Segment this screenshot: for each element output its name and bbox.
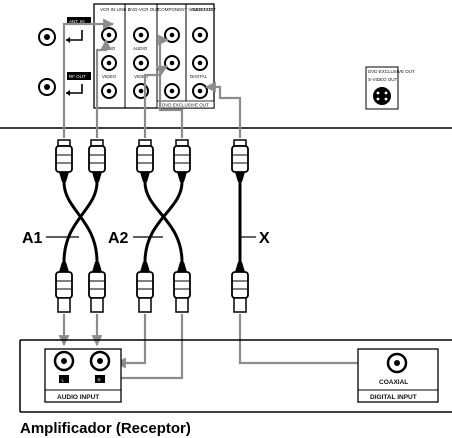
cable-label-a1: A1 bbox=[22, 230, 43, 247]
cable-x-bottom bbox=[231, 262, 249, 313]
arrow-a2-to-audio-r bbox=[114, 314, 147, 369]
cable-a1-bottom-left bbox=[55, 262, 73, 313]
coaxial-jack bbox=[386, 352, 408, 374]
rear-panel: ANT. IN RF OUT VCR IN LINE 1 DVD-VCR OUT… bbox=[0, 3, 452, 129]
cable-a1-top-right bbox=[88, 139, 106, 182]
video-in-label: VIDEO bbox=[102, 74, 117, 79]
svideo-out-label: S-VIDEO OUT bbox=[368, 77, 398, 82]
digital-label: DIGITAL bbox=[190, 74, 208, 79]
jack-block: VCR IN LINE 1 DVD-VCR OUT COMPONENT VIDE… bbox=[93, 3, 216, 109]
cable-label-a2: A2 bbox=[108, 230, 129, 247]
svideo-jack: DVD EXCLUSIVE OUT S-VIDEO OUT bbox=[365, 66, 415, 110]
receiver-panel: L R AUDIO INPUT COAXIAL DIGITAL INPUT bbox=[19, 339, 452, 413]
arrow-x-to-coaxial bbox=[238, 314, 380, 369]
rf-out-label: RF OUT bbox=[69, 74, 86, 79]
audio-out-label: AUDIO OUT bbox=[191, 7, 216, 12]
dvd-vcr-out-label: DVD-VCR OUT bbox=[128, 7, 160, 12]
component-out-label: COMPONENT VIDEO OUT bbox=[158, 7, 213, 12]
ant-in-terminal: ANT. IN bbox=[38, 17, 91, 46]
arrow-a1-right bbox=[95, 38, 112, 138]
audio-input-jack-left bbox=[53, 350, 75, 372]
receiver-caption: Amplificador (Receptor) bbox=[20, 420, 191, 437]
arrow-a1-left bbox=[62, 18, 115, 138]
jack-vcr-in-video bbox=[101, 83, 117, 99]
arrow-a2-right bbox=[155, 65, 184, 138]
cable-label-x: X bbox=[259, 230, 270, 247]
jack-digital-coaxial-out bbox=[192, 83, 208, 99]
jack-audio-out-l bbox=[192, 27, 208, 43]
cable-a2-bottom-right bbox=[173, 262, 191, 313]
cable-a1-top-left bbox=[55, 139, 73, 182]
cable-a1-bottom-right bbox=[88, 262, 106, 313]
jack-dvd-out-audio-l bbox=[133, 27, 149, 43]
rf-out-terminal: RF OUT bbox=[38, 72, 91, 96]
dvd-exclusive-out-label: DVD EXCLUSIVE OUT bbox=[162, 103, 209, 108]
channel-right-label: R bbox=[98, 378, 102, 383]
cable-a2-top-left bbox=[136, 139, 154, 182]
svideo-exclusive-label: DVD EXCLUSIVE OUT bbox=[368, 69, 415, 74]
arrow-x-coaxial bbox=[204, 81, 242, 138]
cables: A1 A2 X bbox=[22, 139, 270, 313]
digital-input-label: DIGITAL INPUT bbox=[370, 394, 417, 401]
guide-arrows-top bbox=[62, 18, 242, 138]
cable-a2-bottom-left bbox=[136, 262, 154, 313]
jack-vcr-in-audio-r bbox=[101, 55, 117, 71]
jack-dvd-out-audio-r bbox=[133, 55, 149, 71]
ant-in-label: ANT. IN bbox=[69, 19, 85, 24]
vcr-in-line1-label: VCR IN LINE 1 bbox=[100, 7, 131, 12]
audio-input-label: AUDIO INPUT bbox=[57, 394, 99, 401]
cable-x-top bbox=[231, 139, 249, 182]
cable-a2-top-right bbox=[173, 139, 191, 182]
jack-vcr-in-audio-l bbox=[101, 27, 117, 43]
cable-wires bbox=[62, 181, 242, 263]
video-out-label: VIDEO bbox=[134, 74, 149, 79]
coaxial-label: COAXIAL bbox=[379, 379, 408, 386]
jack-audio-out-r bbox=[192, 55, 208, 71]
audio-input-jack-right bbox=[89, 350, 111, 372]
jack-component-pr bbox=[164, 83, 180, 99]
audio-label-right: AUDIO bbox=[133, 46, 148, 51]
channel-left-label: L bbox=[62, 378, 65, 383]
jack-component-pb bbox=[164, 55, 180, 71]
